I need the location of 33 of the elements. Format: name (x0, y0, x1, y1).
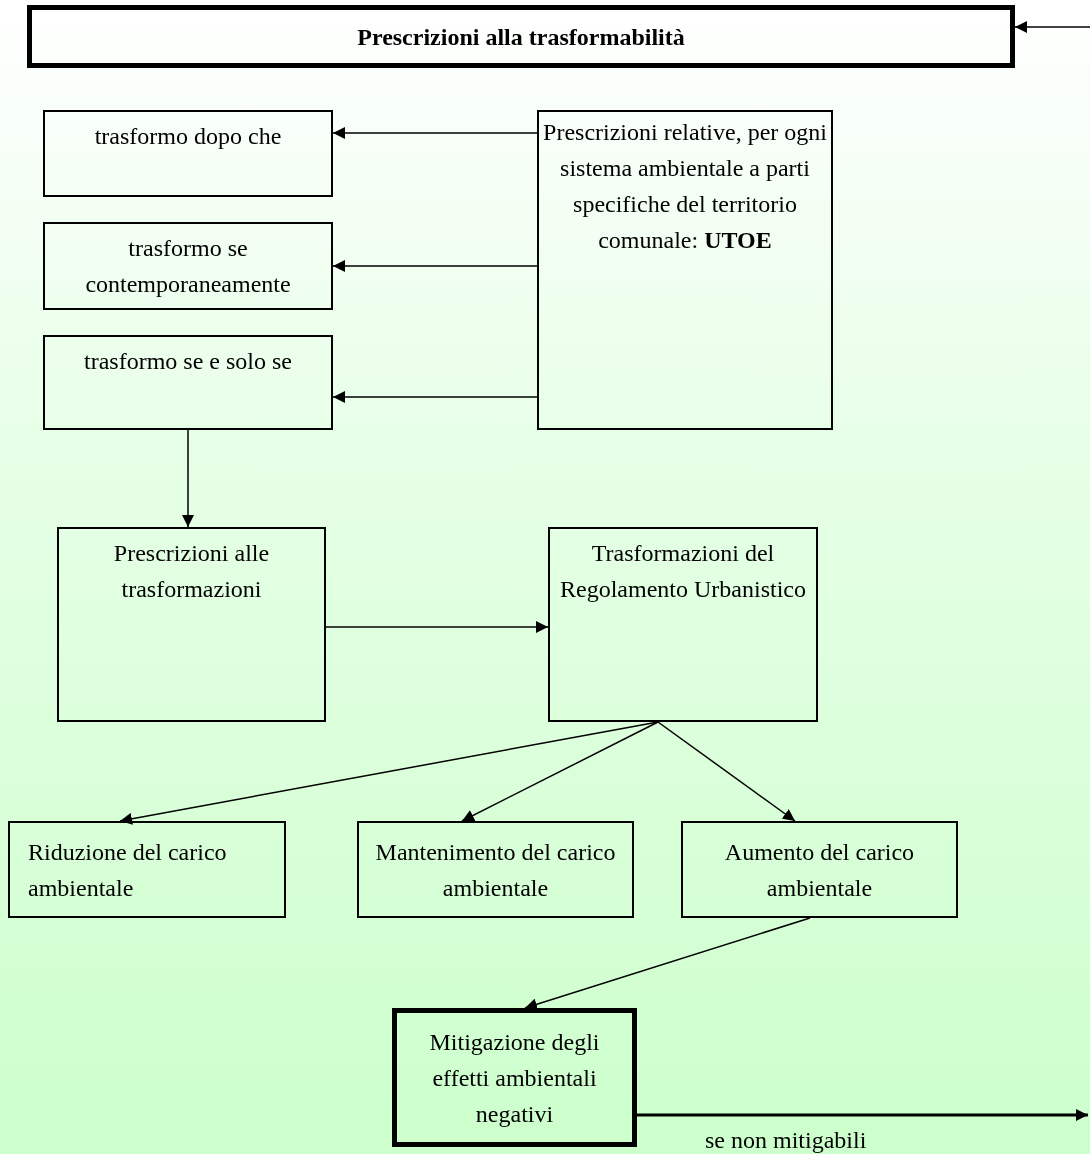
process-box (8, 821, 286, 918)
process-box (357, 821, 634, 918)
box-text: Riduzione del carico ambientale (28, 837, 228, 903)
process-box (681, 821, 958, 918)
box-text: Mitigazione degli effetti ambientali negativi (428, 1027, 601, 1129)
box-text: trasformo dopo che (94, 122, 282, 151)
box-text: Trasformazioni del Regolamento Urbanistico (559, 539, 807, 604)
arrow (182, 429, 194, 528)
process-box (537, 110, 833, 430)
box-text: trasformo se contemporaneamente (84, 234, 292, 299)
box-text: Aumento del carico ambientale (723, 837, 916, 903)
arrow (332, 260, 538, 272)
box-text: trasformo se e solo se (84, 347, 292, 376)
process-box (43, 335, 333, 430)
arrow (325, 621, 549, 633)
arrow (332, 127, 538, 139)
arrow (657, 721, 796, 822)
process-box (43, 222, 333, 310)
process-box (548, 527, 818, 722)
box-text: Mantenimento del carico ambientale (374, 837, 617, 903)
title-text: Prescrizioni alla trasformabilità (357, 22, 685, 52)
edge-label: se non mitigabili (705, 1126, 867, 1154)
arrow (637, 1109, 1088, 1121)
box-text: Prescrizioni alle trasformazioni (112, 539, 271, 604)
process-box (57, 527, 326, 722)
process-box (43, 110, 333, 197)
process-box (392, 1008, 637, 1147)
arrow (461, 721, 659, 822)
arrow (332, 391, 538, 403)
title-box (27, 5, 1015, 68)
arrow (1014, 21, 1090, 33)
box-text: Prescrizioni relative, per ogni sistema ambientale a parti specifiche del territorio comunale: UTOE (543, 118, 827, 255)
arrow (524, 917, 811, 1011)
